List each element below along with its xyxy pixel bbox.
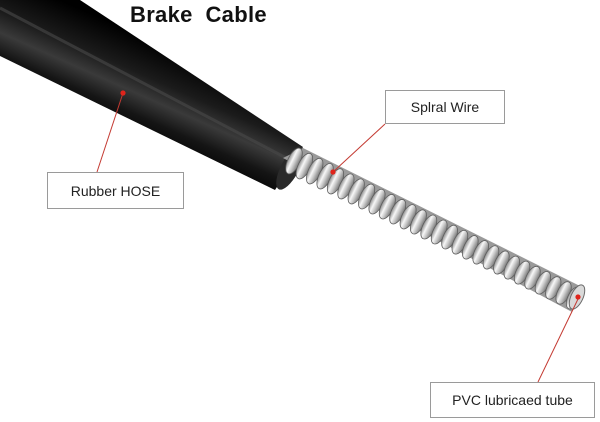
callout-pvc-tube: PVC lubricaed tube — [430, 382, 595, 418]
rubber-hose — [0, 0, 304, 190]
spiral-wire-marker — [330, 169, 336, 175]
cable-end — [568, 284, 586, 310]
rubber-hose-marker — [120, 90, 126, 96]
leader-line-spiral — [332, 123, 386, 173]
callout-spiral-wire-label: Splral Wire — [410, 99, 480, 115]
leader-line-rubber — [96, 92, 124, 173]
spiral-wire — [283, 147, 584, 312]
callout-spiral-wire: Splral Wire — [385, 90, 505, 124]
callout-rubber-hose-label: Rubber HOSE — [70, 182, 161, 199]
pvc-tube-end-marker — [575, 294, 581, 300]
leader-lines — [96, 92, 579, 383]
callout-pvc-tube-label: PVC lubricaed tube — [452, 392, 573, 408]
leader-line-pvc — [537, 298, 579, 383]
callout-rubber-hose: Rubber HOSE — [47, 172, 184, 209]
callout-markers — [120, 90, 336, 175]
diagram-title: Brake Cable — [130, 2, 267, 27]
